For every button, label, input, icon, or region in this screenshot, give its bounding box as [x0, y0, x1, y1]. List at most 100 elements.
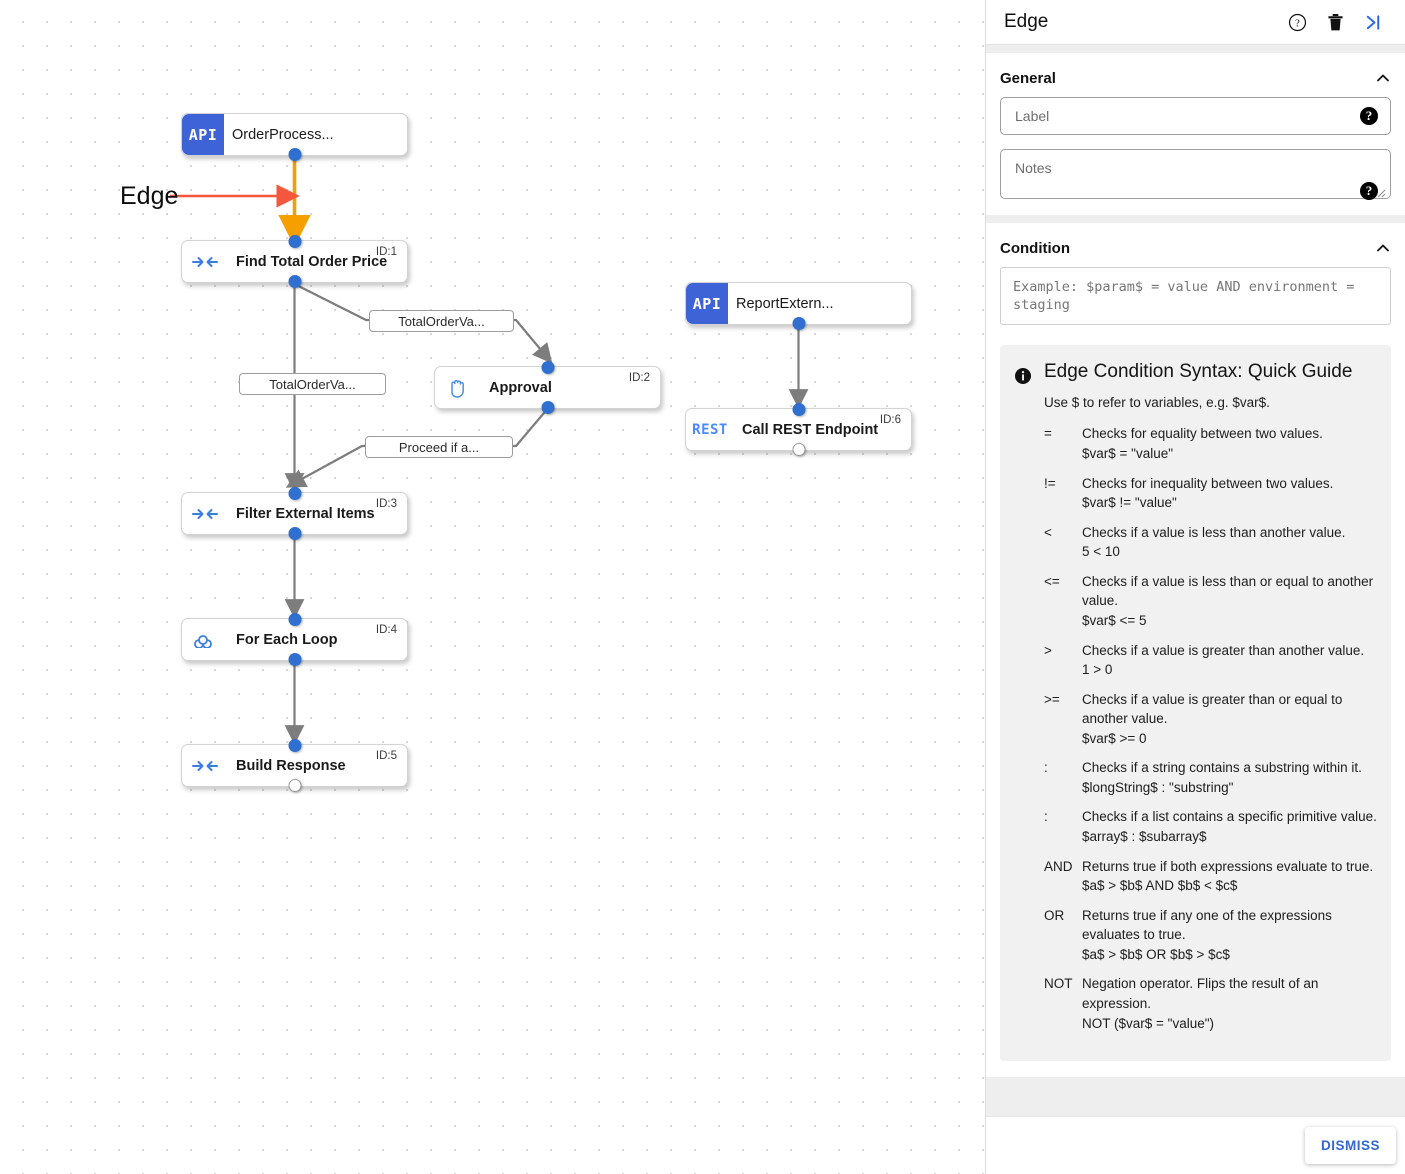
- node-input-port[interactable]: [541, 361, 554, 374]
- merge-arrows-icon: [182, 745, 228, 786]
- condition-heading: Condition: [1000, 239, 1070, 257]
- node-title: Filter External Items: [236, 505, 375, 522]
- operator-description: Checks if a value is less than another v…: [1082, 523, 1377, 562]
- node-approval[interactable]: Approval ID:2: [434, 361, 661, 414]
- panel-header: Edge ?: [986, 0, 1405, 45]
- node-output-port[interactable]: [288, 527, 301, 540]
- operator-row: >Checks if a value is greater than anoth…: [1044, 641, 1377, 680]
- collapse-panel-icon[interactable]: [1364, 13, 1383, 32]
- node-output-port[interactable]: [792, 317, 805, 330]
- operator-symbol: AND: [1044, 858, 1073, 874]
- node-input-port[interactable]: [288, 739, 301, 752]
- operator-symbol: !=: [1044, 475, 1056, 491]
- label-placeholder: Label: [1015, 108, 1050, 124]
- infinity-icon: [182, 619, 228, 660]
- operator-example: $longString$ : "substring": [1082, 779, 1234, 795]
- node-build-response[interactable]: Build Response ID:5: [181, 739, 408, 792]
- operator-symbol: <=: [1044, 573, 1060, 589]
- operator-row: OR Returns true if any one of the express…: [1044, 906, 1377, 965]
- operator-example: 1 > 0: [1082, 662, 1113, 678]
- node-id-label: ID:3: [375, 498, 397, 510]
- node-output-port[interactable]: [288, 779, 301, 792]
- resize-handle[interactable]: [1376, 185, 1386, 198]
- dismiss-button[interactable]: DISMISS: [1304, 1127, 1396, 1164]
- node-title: OrderProcess...: [232, 126, 334, 143]
- operator-example: $var$ >= 0: [1082, 730, 1147, 746]
- operator-row: <=Checks if a value is less than or equa…: [1044, 572, 1377, 631]
- node-id-label: ID:4: [375, 624, 397, 636]
- operator-description: Returns true if both expressions evaluat…: [1082, 857, 1377, 896]
- node-call-rest-endpoint[interactable]: REST Call REST Endpoint ID:6: [685, 403, 912, 456]
- condition-section: Condition Example: $param$ = value AND e…: [986, 223, 1405, 1078]
- general-section-header[interactable]: General: [1000, 53, 1391, 97]
- node-report-external[interactable]: API ReportExtern...: [685, 282, 912, 330]
- operator-description: Checks for inequality between two values…: [1082, 474, 1377, 513]
- node-title: For Each Loop: [236, 631, 338, 648]
- general-heading: General: [1000, 69, 1056, 87]
- help-icon[interactable]: ?: [1288, 13, 1307, 32]
- operator-description: Returns true if any one of the expressio…: [1082, 906, 1377, 965]
- operator-example: $a$ > $b$ OR $b$ > $c$: [1082, 946, 1230, 962]
- delete-icon[interactable]: [1327, 13, 1344, 32]
- rest-badge-icon: REST: [692, 421, 728, 438]
- api-badge-icon: API: [182, 114, 224, 155]
- operator-list: = Checks for equality between two values.…: [1044, 424, 1377, 1033]
- node-for-each-loop[interactable]: For Each Loop ID:4: [181, 613, 408, 666]
- operator-symbol: >=: [1044, 691, 1060, 707]
- operator-row: AND Returns true if both expressions eval…: [1044, 857, 1377, 896]
- notes-help-icon[interactable]: ?: [1360, 182, 1378, 200]
- notes-field[interactable]: Notes ?: [1000, 149, 1391, 200]
- node-id-label: ID:5: [375, 750, 397, 762]
- operator-symbol: NOT: [1044, 976, 1073, 992]
- node-input-port[interactable]: [288, 613, 301, 626]
- operator-description: Checks if a value is greater than anothe…: [1082, 641, 1377, 680]
- node-title: Build Response: [236, 757, 346, 774]
- node-input-port[interactable]: [288, 235, 301, 248]
- quick-guide-box: Edge Condition Syntax: Quick Guide Use $…: [1000, 345, 1391, 1062]
- operator-symbol: <: [1044, 524, 1052, 540]
- node-title: Find Total Order Price: [236, 253, 388, 270]
- operator-row: < Checks if a value is less than another …: [1044, 523, 1377, 562]
- dismiss-bar: DISMISS: [986, 1116, 1405, 1174]
- operator-symbol: OR: [1044, 907, 1065, 923]
- operator-example: 5 < 10: [1082, 544, 1120, 560]
- operator-row: >= Checks if a value is greater than or e…: [1044, 690, 1377, 749]
- node-title: Approval: [489, 379, 552, 396]
- chevron-up-icon[interactable]: [1375, 70, 1391, 86]
- operator-symbol: :: [1044, 760, 1048, 776]
- operator-symbol: :: [1044, 809, 1048, 825]
- operator-description: Checks for equality between two values.$…: [1082, 424, 1377, 463]
- notes-placeholder: Notes: [1015, 160, 1052, 176]
- workflow-canvas[interactable]: Edge API OrderProcess... Find Total Orde…: [0, 0, 985, 1174]
- operator-symbol: =: [1044, 426, 1052, 442]
- operator-example: $a$ > $b$ AND $b$ < $c$: [1082, 878, 1238, 894]
- node-input-port[interactable]: [288, 487, 301, 500]
- edge-connections-layer: [170, 157, 809, 745]
- node-output-port[interactable]: [541, 401, 554, 414]
- condition-input[interactable]: Example: $param$ = value AND environment…: [1000, 267, 1391, 326]
- annotation-label: Edge: [120, 182, 179, 210]
- node-id-label: ID:1: [375, 246, 397, 258]
- general-section: General Label ? Notes ?: [986, 53, 1405, 215]
- info-icon: [1014, 361, 1032, 1043]
- node-input-port[interactable]: [792, 403, 805, 416]
- node-output-port[interactable]: [288, 653, 301, 666]
- node-output-port[interactable]: [288, 148, 301, 161]
- chevron-up-icon[interactable]: [1375, 240, 1391, 256]
- operator-description: Checks if a value is greater than or equ…: [1082, 690, 1377, 749]
- node-filter-external-items[interactable]: Filter External Items ID:3: [181, 487, 408, 540]
- condition-section-header[interactable]: Condition: [1000, 223, 1391, 267]
- label-help-icon[interactable]: ?: [1360, 107, 1378, 125]
- node-output-port[interactable]: [288, 275, 301, 288]
- hand-icon: [435, 367, 481, 408]
- merge-arrows-icon: [182, 241, 228, 282]
- node-output-port[interactable]: [792, 443, 805, 456]
- operator-example: $var$ != "value": [1082, 495, 1177, 511]
- edge-label[interactable]: TotalOrderVa...: [369, 310, 514, 332]
- label-field[interactable]: Label ?: [1000, 97, 1391, 135]
- edge-label[interactable]: Proceed if a...: [365, 436, 513, 458]
- node-title: Call REST Endpoint: [742, 421, 879, 438]
- node-order-process[interactable]: API OrderProcess...: [181, 113, 408, 161]
- node-find-total-order-price[interactable]: Find Total Order Price ID:1: [181, 235, 408, 288]
- edge-label[interactable]: TotalOrderVa...: [239, 373, 386, 395]
